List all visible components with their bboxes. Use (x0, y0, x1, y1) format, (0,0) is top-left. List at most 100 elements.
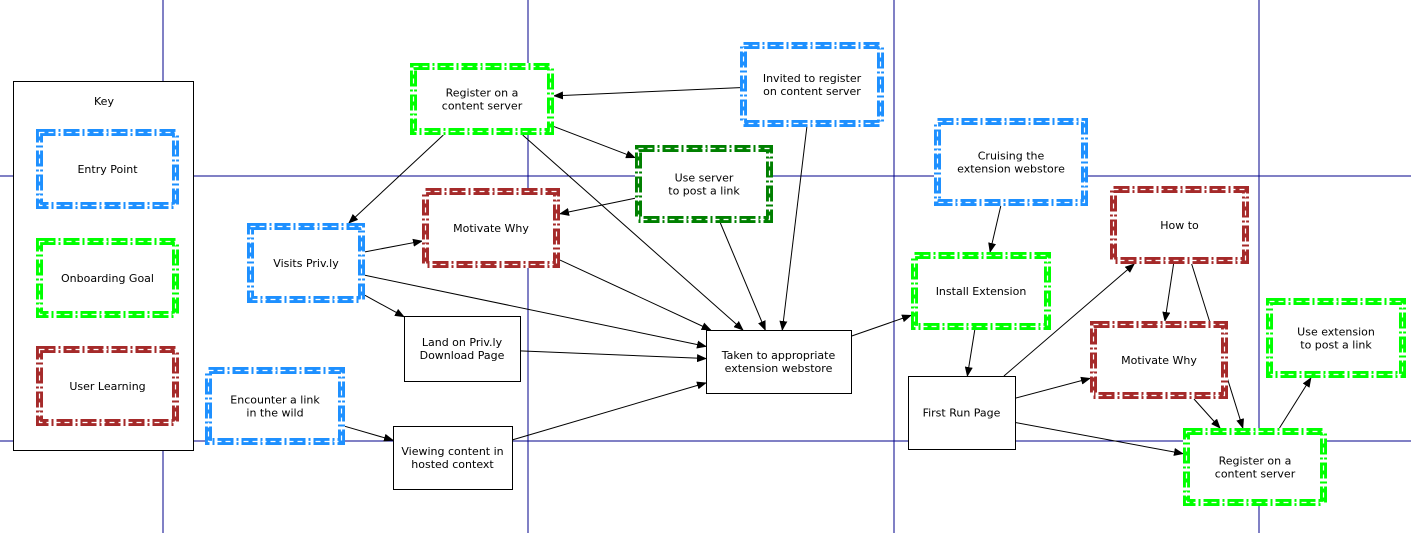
legend-onboarding-goal-background (36, 238, 179, 318)
node-invited-border-inner (742, 44, 882, 125)
legend-entry-point-label: Entry Point (77, 163, 138, 176)
node-viewing-content-label-line: Viewing content in (401, 445, 503, 458)
node-invited-label-line: Invited to register (763, 72, 862, 85)
legend-user-learning: User Learning (36, 346, 179, 426)
arrow-cruising_webstore-to-install_extension (988, 205, 1002, 253)
node-use-server-label-line: Use server (675, 172, 734, 185)
node-land-on-download-border (404, 316, 521, 382)
legend-user-learning-background (36, 346, 179, 426)
node-install-extension-background (911, 252, 1051, 330)
node-how-to: How to (1110, 186, 1249, 264)
legend-onboarding-goal: Onboarding Goal (36, 238, 179, 318)
legend-key-title: Key (94, 95, 114, 108)
node-motivate-why-left-background (422, 188, 560, 268)
arrow-motivate_why_right-to-register_bottom (1193, 398, 1221, 429)
node-register-top-label-line: Register on a (446, 87, 519, 100)
node-motivate-why-right-background (1090, 321, 1228, 399)
node-register-bottom-background (1183, 428, 1327, 506)
node-visits-privly-border-inner (249, 225, 363, 301)
node-land-on-download-label-line: Land on Priv.ly (422, 336, 503, 349)
arrow-motivate_why_left-to-taken_to_webstore (559, 259, 712, 331)
node-how-to-background (1110, 186, 1249, 264)
arrow-use_server-to-motivate_why_left (559, 197, 636, 216)
node-cruising-webstore-border-inner (936, 120, 1086, 204)
node-motivate-why-right-label-line: Motivate Why (1121, 354, 1197, 367)
node-use-extension-border-inner (1268, 300, 1404, 376)
arrow-taken_to_webstore-to-install_extension (850, 314, 912, 337)
node-taken-to-webstore-border (706, 330, 852, 394)
node-visits-privly-background (247, 223, 365, 303)
arrow-visits_privly-to-taken_to_webstore (364, 274, 707, 349)
node-cruising-webstore-label-line: Cruising the (978, 150, 1045, 163)
arrow-visits_privly-to-land_on_download (364, 294, 405, 318)
node-taken-to-webstore-label-line: extension webstore (725, 362, 833, 375)
node-encounter-link-label-line: in the wild (246, 407, 303, 420)
arrow-visits_privly-to-motivate_why_left (364, 238, 423, 253)
arrow-how_to-to-motivate_why_right (1162, 263, 1175, 322)
arrow-first_run-to-how_to (1003, 263, 1135, 377)
node-how-to-border-inner (1112, 188, 1247, 262)
node-visits-privly-label-line: Visits Priv.ly (273, 257, 339, 270)
arrow-land_on_download-to-taken_to_webstore (519, 350, 707, 363)
legend-entry-point-border-inner (38, 131, 177, 207)
arrow-register_bottom-to-use_extension (1279, 377, 1312, 429)
node-first-run-label-line: First Run Page (923, 407, 1001, 420)
arrow-first_run-to-motivate_why_right (1014, 376, 1091, 399)
node-motivate-why-left-border-inner (424, 190, 558, 266)
node-use-server-border-inner (637, 147, 771, 221)
flow-arrows (344, 87, 1312, 456)
arrow-use_server-to-taken_to_webstore (719, 222, 766, 331)
node-use-server-border (635, 145, 773, 223)
arrow-invited-to-register_top (553, 87, 741, 100)
node-use-extension-label-line: Use extension (1297, 326, 1375, 339)
node-motivate-why-right: Motivate Why (1090, 321, 1228, 399)
node-register-bottom-border-inner (1185, 430, 1325, 504)
arrow-install_extension-to-first_run (964, 329, 976, 377)
node-register-bottom-label-line: Register on a (1219, 455, 1292, 468)
node-motivate-why-left-label-line: Motivate Why (453, 222, 529, 235)
node-invited-background (740, 42, 884, 127)
arrow-first_run-to-register_bottom (1014, 421, 1184, 456)
node-use-extension-label-line: to post a link (1300, 339, 1372, 352)
node-use-extension-background (1266, 298, 1406, 378)
node-first-run-border (908, 376, 1016, 450)
arrow-viewing_content-to-taken_to_webstore (511, 381, 707, 441)
node-register-top-border-inner (412, 65, 552, 133)
arrow-register_top-to-taken_to_webstore (522, 134, 744, 331)
arrow-invited-to-taken_to_webstore (779, 126, 808, 331)
node-use-server-background (635, 145, 773, 223)
node-cruising-webstore-background (934, 118, 1088, 206)
node-motivate-why-right-border-inner (1092, 323, 1226, 397)
node-install-extension-border-inner (913, 254, 1049, 328)
arrow-encounter_link-to-viewing_content (344, 425, 394, 442)
arrow-register_top-to-use_server (553, 126, 636, 159)
node-first-run: First Run Page (908, 376, 1016, 450)
legend-onboarding-goal-label: Onboarding Goal (61, 272, 154, 285)
arrow-register_top-to-visits_privly (348, 134, 444, 224)
node-motivate-why-left: Motivate Why (422, 188, 560, 268)
node-viewing-content-border (393, 426, 513, 490)
legend-entry-point: Entry Point (36, 129, 179, 209)
node-register-top-background (410, 63, 554, 135)
node-install-extension: Install Extension (911, 252, 1051, 330)
node-register-top-label-line: content server (442, 100, 523, 113)
node-visits-privly: Visits Priv.ly (247, 223, 365, 303)
node-encounter-link-border-inner (207, 369, 343, 443)
node-encounter-link-background (205, 367, 345, 445)
node-land-on-download-label-line: Download Page (420, 349, 505, 362)
node-encounter-link-label-line: Encounter a link (230, 394, 320, 407)
node-register-bottom-label-line: content server (1215, 468, 1296, 481)
node-viewing-content-label-line: hosted context (411, 458, 494, 471)
legend-user-learning-border-inner (38, 348, 177, 424)
